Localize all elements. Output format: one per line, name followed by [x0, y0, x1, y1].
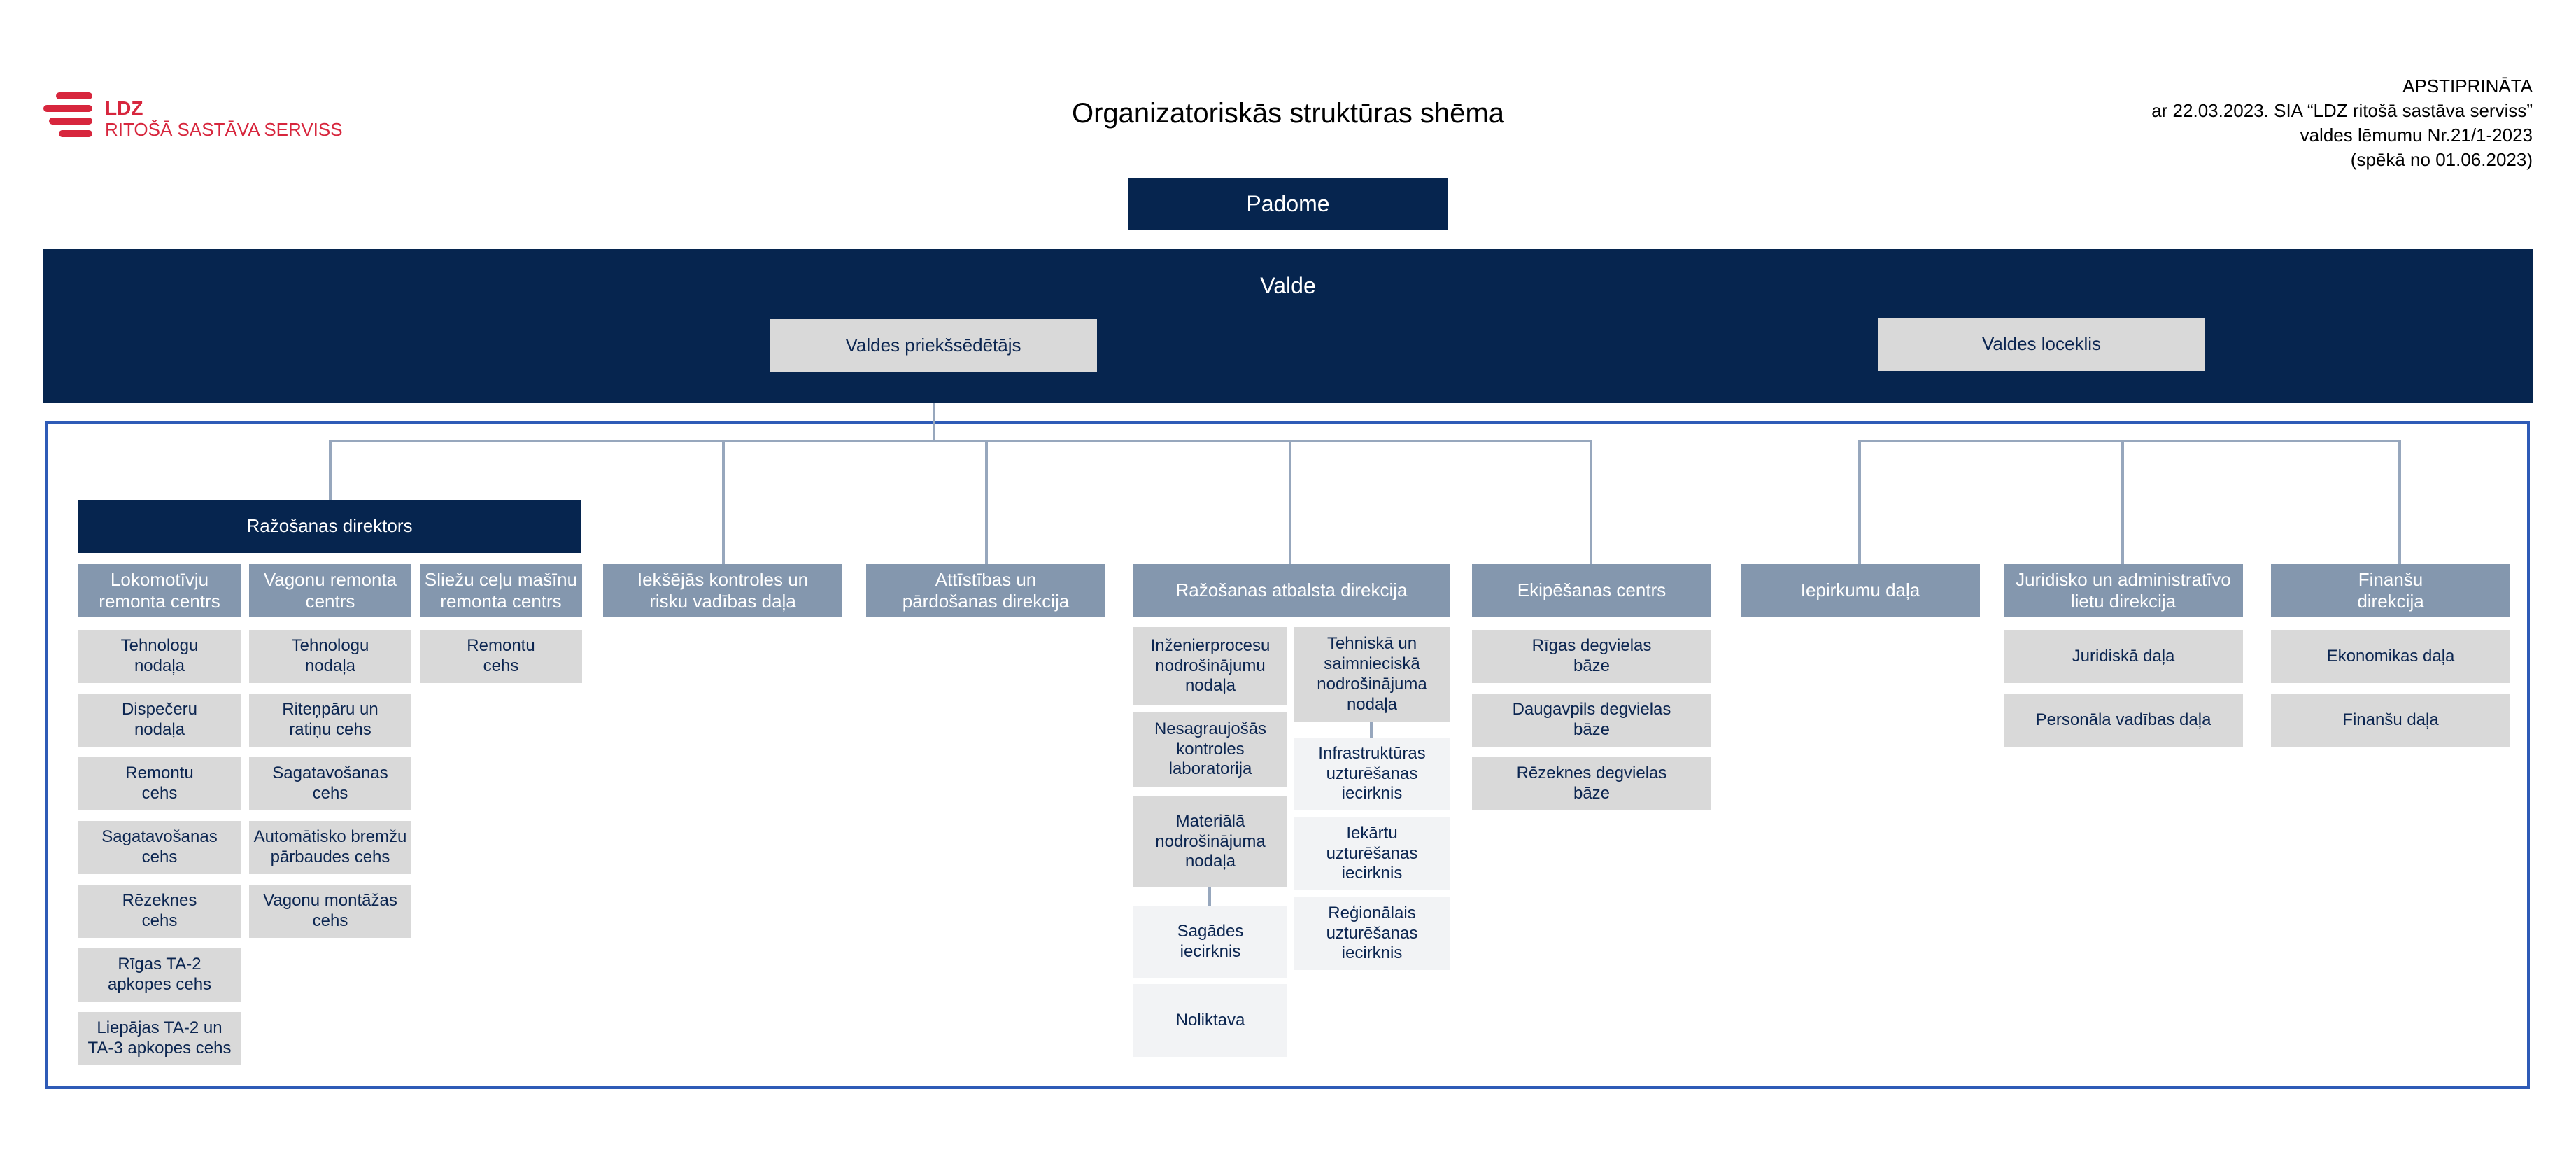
connector-to-equipment: [1590, 440, 1592, 566]
legal-directorate-box: Juridisko un administratīvo lietu direkc…: [2004, 564, 2243, 617]
unit-box: Tehnologu nodaļa: [249, 630, 411, 683]
logo-stripes-icon: [43, 92, 92, 137]
unit-box: Sagatavošanas cehs: [249, 757, 411, 810]
valde-member-box: Valdes loceklis: [1878, 318, 2205, 371]
support-unit-box: Tehniskā un saimnieciskā nodrošinājuma n…: [1294, 627, 1450, 722]
unit-box: Tehnologu nodaļa: [78, 630, 241, 683]
approval-note: APSTIPRINĀTA ar 22.03.2023. SIA “LDZ rit…: [2043, 74, 2533, 172]
unit-box: Liepājas TA-2 un TA-3 apkopes cehs: [78, 1012, 241, 1065]
valde-chair-box: Valdes priekšsēdētājs: [770, 319, 1097, 372]
logo-line2: RITOŠĀ SASTĀVA SERVISS: [105, 119, 343, 140]
unit-box: Riteņpāru un ratiņu cehs: [249, 694, 411, 747]
padome-box: Padome: [1128, 178, 1448, 230]
legal-unit-box: Juridiskā daļa: [2004, 630, 2243, 683]
support-unit-box: Inženierprocesu nodrošinājumu nodaļa: [1133, 627, 1287, 705]
support-subunit-box: Iekārtu uzturēšanas iecirknis: [1294, 817, 1450, 890]
approval-line3: valdes lēmumu Nr.21/1-2023: [2300, 125, 2533, 146]
approval-line4: (spēkā no 01.06.2023): [2350, 149, 2533, 171]
unit-box: Rīgas TA-2 apkopes cehs: [78, 948, 241, 1002]
connector-to-production: [329, 440, 332, 500]
support-unit-box: Nesagraujošās kontroles laboratorija: [1133, 712, 1287, 787]
valde-title: Valde: [1260, 273, 1316, 298]
finance-unit-box: Ekonomikas daļa: [2271, 630, 2510, 683]
support-subunit-box: Reģionālais uzturēšanas iecirknis: [1294, 897, 1450, 970]
page-title: Organizatoriskās struktūras shēma: [1071, 98, 1504, 129]
equipment-unit-box: Daugavpils degvielas bāze: [1472, 694, 1711, 747]
finance-unit-box: Finanšu daļa: [2271, 694, 2510, 747]
development-box: Attīstības un pārdošanas direkcija: [866, 564, 1105, 617]
unit-box: Vagonu montāžas cehs: [249, 885, 411, 938]
company-logo: LDZ RITOŠĀ SASTĀVA SERVISS: [43, 90, 343, 144]
support-subunit-box: Noliktava: [1133, 984, 1287, 1057]
centre-title: Sliežu ceļu mašīnu remonta centrs: [420, 564, 582, 617]
unit-box: Remontu cehs: [420, 630, 582, 683]
support-subunit-box: Infrastruktūras uzturēšanas iecirknis: [1294, 738, 1450, 810]
finance-directorate-box: Finanšu direkcija: [2271, 564, 2510, 617]
connector-to-internal-control: [722, 440, 725, 566]
legal-unit-box: Personāla vadības daļa: [2004, 694, 2243, 747]
equipment-unit-box: Rēzeknes degvielas bāze: [1472, 757, 1711, 810]
connector-left-horizontal: [329, 440, 1591, 442]
structure-frame: [45, 421, 2530, 1089]
connector-to-support: [1289, 440, 1291, 566]
connector-to-legal: [2121, 440, 2124, 566]
centre-title: Lokomotīvju remonta centrs: [78, 564, 241, 617]
unit-box: Rēzeknes cehs: [78, 885, 241, 938]
centre-title: Vagonu remonta centrs: [249, 564, 411, 617]
unit-box: Automātisko bremžu pārbaudes cehs: [249, 821, 411, 874]
connector-right-horizontal: [1858, 440, 2401, 442]
support-unit-box: Materiālā nodrošinājuma nodaļa: [1133, 796, 1287, 887]
connector-to-finance: [2398, 440, 2401, 566]
connector-to-development: [985, 440, 988, 566]
production-director-box: Ražošanas direktors: [78, 500, 581, 553]
connector-to-procurement: [1858, 440, 1861, 566]
unit-box: Dispečeru nodaļa: [78, 694, 241, 747]
connector-chair-down: [933, 403, 935, 441]
equipment-unit-box: Rīgas degvielas bāze: [1472, 630, 1711, 683]
equipment-centre-box: Ekipēšanas centrs: [1472, 564, 1711, 617]
unit-box: Remontu cehs: [78, 757, 241, 810]
approval-line2: ar 22.03.2023. SIA “LDZ ritošā sastāva s…: [2151, 100, 2533, 122]
support-directorate-box: Ražošanas atbalsta direkcija: [1133, 564, 1450, 617]
internal-control-box: Iekšējās kontroles un risku vadības daļa: [603, 564, 842, 617]
approval-line1: APSTIPRINĀTA: [2402, 76, 2533, 97]
connector-support-left-sub: [1208, 887, 1211, 906]
connector-support-right-sub: [1370, 722, 1373, 738]
unit-box: Sagatavošanas cehs: [78, 821, 241, 874]
logo-line1: LDZ: [105, 97, 143, 119]
procurement-box: Iepirkumu daļa: [1741, 564, 1980, 617]
support-subunit-box: Sagādes iecirknis: [1133, 906, 1287, 978]
